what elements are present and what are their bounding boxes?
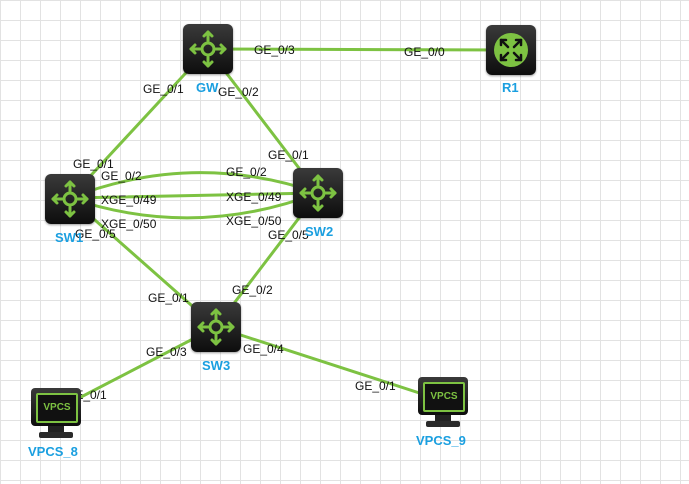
- vpcs-screen: VPCS: [423, 382, 465, 412]
- node-sw2[interactable]: SW2: [293, 168, 343, 240]
- port-label: XGE_0/50: [226, 214, 282, 228]
- node-label: GW: [196, 80, 219, 95]
- port-label: GE_0/1: [355, 379, 396, 393]
- port-label: GE_0/0: [404, 45, 445, 59]
- node-gw[interactable]: GW: [183, 24, 233, 96]
- port-label: GE_0/3: [146, 345, 187, 359]
- vpcs-icon: VPCS: [31, 388, 81, 426]
- port-label: GE_0/2: [101, 169, 142, 183]
- monitor-base: [426, 421, 460, 427]
- monitor-stand: [48, 426, 64, 432]
- node-label: R1: [502, 80, 519, 95]
- port-label: GE_0/1: [143, 82, 184, 96]
- port-label: GE_0/2: [226, 165, 267, 179]
- link-gw-r1[interactable]: [206, 47, 513, 52]
- node-label: SW3: [202, 358, 231, 373]
- node-label: SW2: [305, 224, 334, 239]
- link-sw3-vpcs8[interactable]: [54, 325, 218, 412]
- port-label: XGE_0/49: [101, 193, 157, 207]
- port-label: GE_0/1: [148, 291, 189, 305]
- node-sw3[interactable]: SW3: [191, 302, 241, 374]
- port-label: GE_0/4: [243, 342, 284, 356]
- switch-icon: [45, 174, 95, 224]
- switch-icon: [293, 168, 343, 218]
- port-label: GE_0/1: [268, 148, 309, 162]
- node-label: SW1: [55, 230, 84, 245]
- router-icon: [486, 25, 536, 75]
- port-label: GE_0/1: [73, 157, 114, 171]
- link-sw3-vpcs9[interactable]: [214, 325, 443, 402]
- vpcs-screen: VPCS: [36, 393, 78, 423]
- link-sw1-sw2-ge[interactable]: [68, 171, 320, 200]
- port-label: GE_0/2: [218, 85, 259, 99]
- port-label: GE_0/5: [75, 227, 116, 241]
- vpcs-icon: VPCS: [418, 377, 468, 415]
- link-sw1-sw2-xge49[interactable]: [68, 191, 320, 200]
- port-label: XGE_0/50: [101, 217, 157, 231]
- link-gw-sw1[interactable]: [68, 47, 210, 200]
- monitor-stand: [435, 415, 451, 421]
- port-label: XGE_0/49: [226, 190, 282, 204]
- port-label: GE_0/2: [232, 283, 273, 297]
- node-label: VPCS_9: [416, 433, 466, 448]
- router-switch-icon: [183, 24, 233, 74]
- node-vpcs9[interactable]: VPCS VPCS_9: [416, 377, 478, 452]
- link-sw1-sw2-xge50[interactable]: [68, 191, 320, 220]
- node-label: VPCS_8: [28, 444, 78, 459]
- node-vpcs8[interactable]: VPCS VPCS_8: [28, 388, 91, 463]
- port-label: GE_0/3: [254, 43, 295, 57]
- port-label: GE_0/5: [268, 228, 309, 242]
- node-sw1[interactable]: SW1: [45, 174, 95, 246]
- node-r1[interactable]: R1: [486, 25, 536, 97]
- switch-icon: [191, 302, 241, 352]
- monitor-base: [39, 432, 73, 438]
